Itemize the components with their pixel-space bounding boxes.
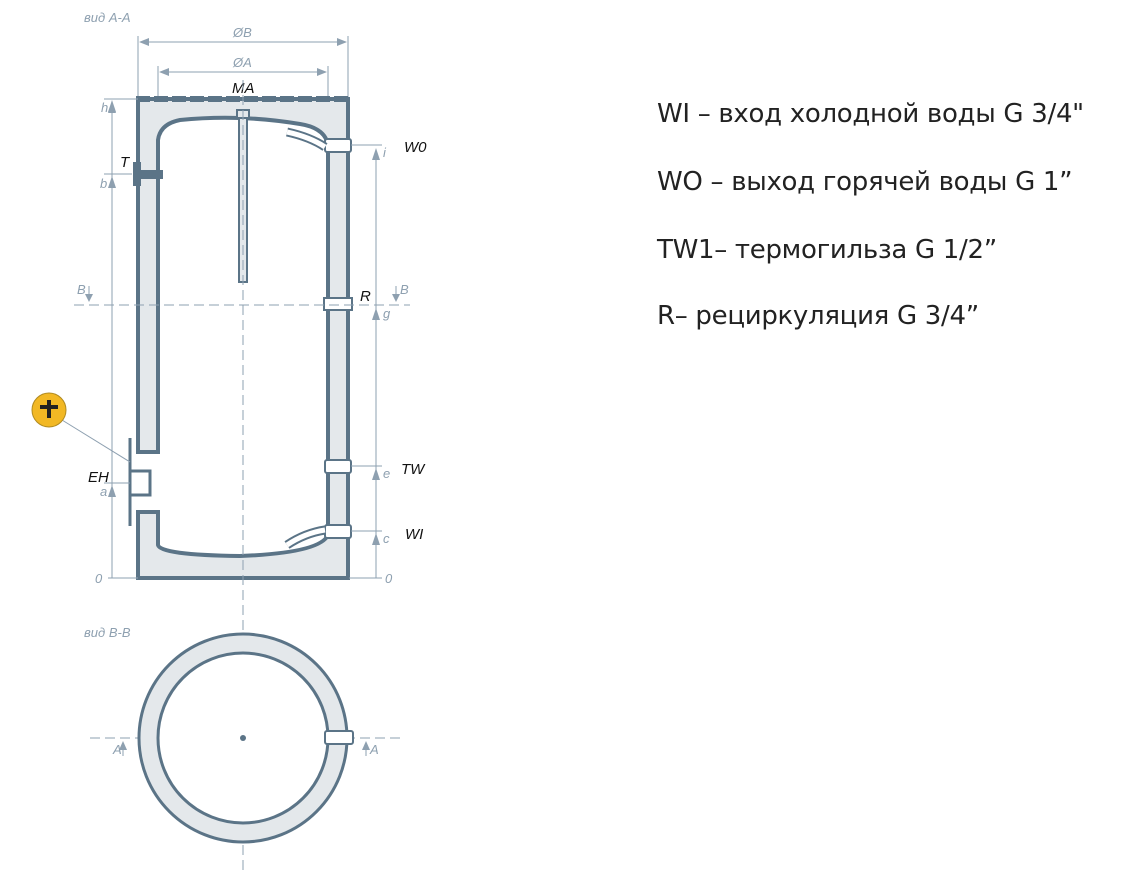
diameter-b-dimension: ØB	[137, 25, 349, 100]
tw-label: TW	[401, 461, 426, 478]
svg-text:g: g	[383, 306, 391, 321]
wi-port	[324, 524, 352, 539]
section-a-markers: A A	[112, 741, 379, 757]
svg-text:a: a	[100, 484, 107, 499]
thermostat-port	[133, 162, 141, 186]
svg-text:A: A	[112, 742, 122, 757]
legend-wo: WO – выход горячей воды G 1”	[657, 167, 1073, 197]
tw-port	[324, 459, 352, 474]
svg-text:A: A	[369, 742, 379, 757]
svg-text:B: B	[77, 282, 86, 297]
r-label: R	[360, 288, 371, 305]
section-b-markers: B B	[77, 282, 409, 302]
right-height-dimensions: i g e c 0	[349, 144, 393, 586]
svg-text:c: c	[383, 531, 390, 546]
wo-port	[324, 138, 352, 153]
wi-label: WI	[405, 526, 423, 543]
wo-label: W0	[404, 139, 427, 156]
tank-section	[128, 96, 353, 580]
svg-text:ØA: ØA	[232, 55, 252, 70]
svg-text:B: B	[400, 282, 409, 297]
svg-text:h: h	[101, 100, 108, 115]
svg-text:ØB: ØB	[232, 25, 252, 40]
legend-r: R– рециркуляция G 3/4”	[657, 301, 979, 331]
t-label: T	[120, 154, 131, 171]
svg-text:b: b	[100, 176, 107, 191]
svg-text:e: e	[383, 466, 390, 481]
legend-tw: TW1– термогильза G 1/2”	[657, 235, 997, 265]
svg-text:0: 0	[385, 571, 393, 586]
view-bb-label: вид В-В	[84, 625, 131, 640]
svg-text:i: i	[383, 145, 387, 160]
r-port	[323, 297, 353, 311]
view-aa-label: вид А-А	[84, 10, 130, 25]
left-height-dimensions: h b a 0	[95, 98, 138, 586]
legend-wi: WI – вход холодной воды G 3/4"	[657, 99, 1084, 129]
eh-label: EH	[88, 469, 109, 486]
svg-text:0: 0	[95, 571, 103, 586]
magnesium-anode	[238, 109, 248, 283]
heater-badge-icon	[31, 392, 67, 428]
top-section-view	[137, 632, 354, 844]
